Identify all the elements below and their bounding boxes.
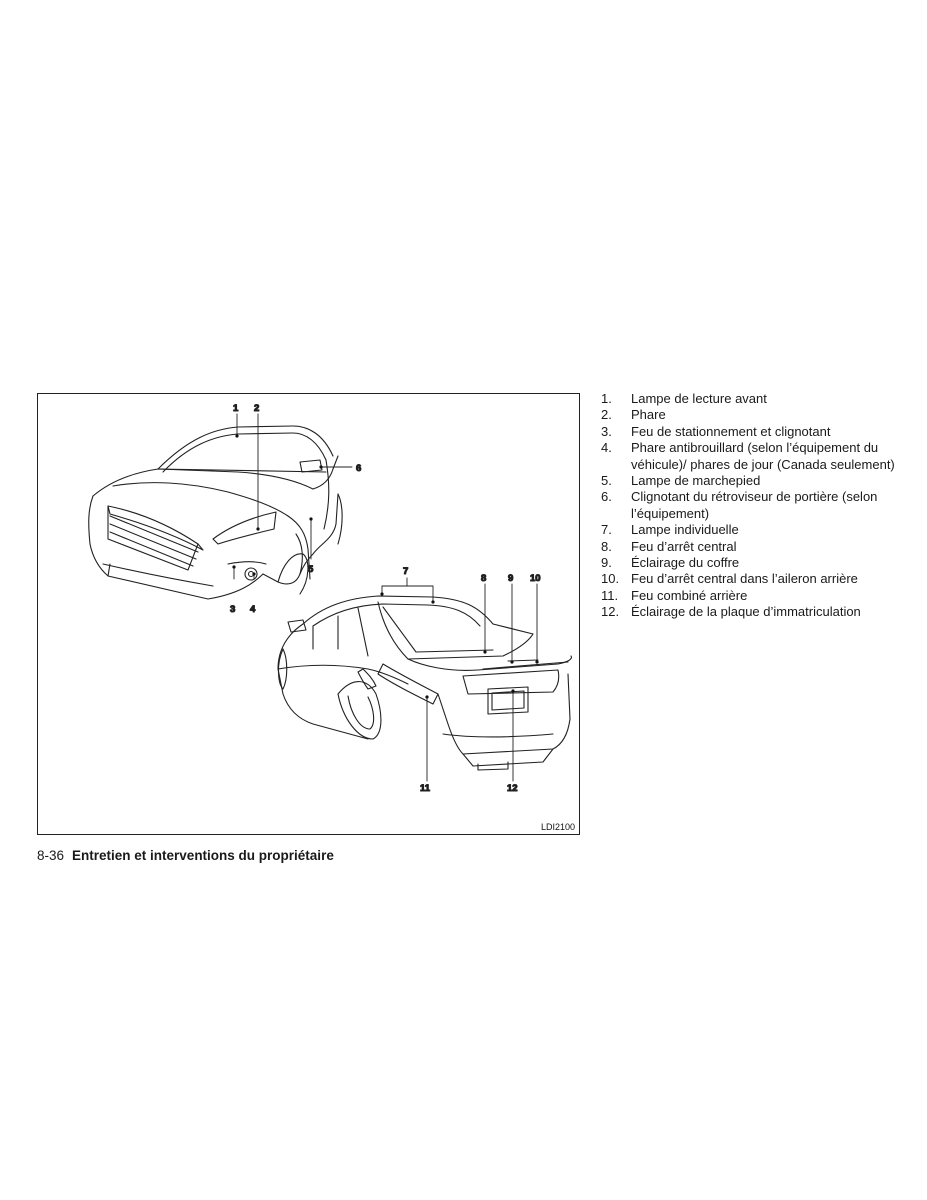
leader-lines (233, 413, 538, 782)
legend-item: 2. Phare (601, 407, 901, 423)
legend-number: 9. (601, 555, 612, 571)
legend-item: 6. Clignotant du rétroviseur de portière … (601, 489, 901, 522)
legend-number: 4. (601, 440, 612, 456)
legend-item: 1. Lampe de lecture avant (601, 391, 901, 407)
legend-number: 2. (601, 407, 612, 423)
legend-text: Clignotant du rétroviseur de portière (s… (631, 489, 878, 521)
callout-1: 1 (233, 403, 239, 414)
legend-item: 8. Feu d’arrêt central (601, 539, 901, 555)
legend-item: 7. Lampe individuelle (601, 522, 901, 538)
callout-7: 7 (403, 566, 408, 577)
front-car-drawing (88, 425, 343, 600)
callout-5: 5 (308, 564, 314, 575)
legend-number: 7. (601, 522, 612, 538)
legend-item: 5. Lampe de marchepied (601, 473, 901, 489)
callout-9: 9 (508, 573, 513, 584)
lights-legend-list: 1. Lampe de lecture avant 2. Phare 3. Feu d… (601, 391, 901, 621)
lights-diagram: 1 2 3 4 5 6 7 8 9 10 11 12 LDI2100 (37, 393, 580, 835)
legend-text: Feu d’arrêt central (631, 538, 737, 554)
legend-text: Lampe de lecture avant (631, 391, 767, 406)
callout-4: 4 (250, 604, 256, 615)
legend-number: 10. (601, 571, 620, 587)
legend-text: Phare antibrouillard (selon l’équipement… (631, 440, 895, 472)
page-footer: 8-36 Entretien et interventions du propri… (37, 848, 334, 863)
callout-11: 11 (420, 783, 431, 794)
callout-2: 2 (254, 403, 259, 414)
legend-text: Feu combiné arrière (631, 587, 748, 603)
legend-item: 10. Feu d’arrêt central dans l’aileron ar… (601, 571, 901, 587)
legend-number: 6. (601, 489, 612, 505)
legend-number: 3. (601, 423, 612, 439)
page-number: 8-36 (37, 848, 65, 863)
car-illustration: 1 2 3 4 5 6 7 8 9 10 11 12 (88, 402, 572, 795)
legend-text: Phare (631, 407, 666, 423)
legend-number: 8. (601, 538, 612, 554)
callout-8: 8 (481, 573, 486, 584)
legend-text: Feu de stationnement et clignotant (631, 423, 831, 439)
legend-text: Éclairage de la plaque d’immatriculation (631, 604, 861, 620)
legend-text: Lampe individuelle (631, 522, 739, 538)
figure-code: LDI2100 (540, 822, 575, 832)
section-title: Entretien et interventions du propriétai… (72, 848, 334, 863)
legend-item: 3. Feu de stationnement et clignotant (601, 424, 901, 440)
callout-10: 10 (530, 573, 541, 584)
legend-item: 12. Éclairage de la plaque d’immatriculat… (601, 604, 901, 620)
legend-item: 9. Éclairage du coffre (601, 555, 901, 571)
callout-numbers: 1 2 3 4 5 6 7 8 9 10 11 12 (229, 402, 541, 794)
legend-number: 5. (601, 473, 612, 489)
legend-number: 11. (601, 587, 619, 603)
legend-text: Lampe de marchepied (631, 473, 761, 489)
leader-dots (232, 434, 539, 699)
callout-6: 6 (356, 463, 361, 474)
legend-number: 1. (601, 391, 612, 406)
legend-item: 4. Phare antibrouillard (selon l’équipeme… (601, 440, 901, 473)
rear-car-drawing (277, 595, 572, 771)
legend-number: 12. (601, 604, 620, 620)
callout-3: 3 (230, 604, 235, 615)
callout-12: 12 (507, 783, 518, 794)
legend-text: Feu d’arrêt central dans l’aileron arriè… (631, 571, 858, 587)
legend-text: Éclairage du coffre (631, 555, 740, 571)
legend-item: 11. Feu combiné arrière (601, 588, 901, 604)
